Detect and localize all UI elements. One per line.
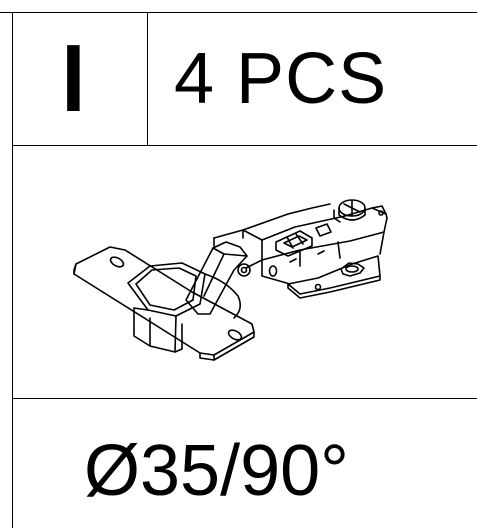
quantity-text: 4 PCS xyxy=(174,39,388,119)
left-border xyxy=(12,12,13,528)
concealed-hinge-icon xyxy=(73,199,388,361)
quantity-cell: 4 PCS xyxy=(148,13,477,145)
header-bottom-border xyxy=(12,145,477,146)
variant-cell: I xyxy=(0,13,147,145)
top-border xyxy=(0,12,477,13)
header-row: I 4 PCS xyxy=(0,13,477,145)
variant-letter: I xyxy=(61,25,86,132)
illustration-bottom-border xyxy=(12,398,477,399)
cell-divider xyxy=(147,12,148,145)
specification-text: Ø35/90° xyxy=(84,430,349,511)
illustration-row xyxy=(0,146,477,398)
specification-row: Ø35/90° xyxy=(0,399,477,528)
